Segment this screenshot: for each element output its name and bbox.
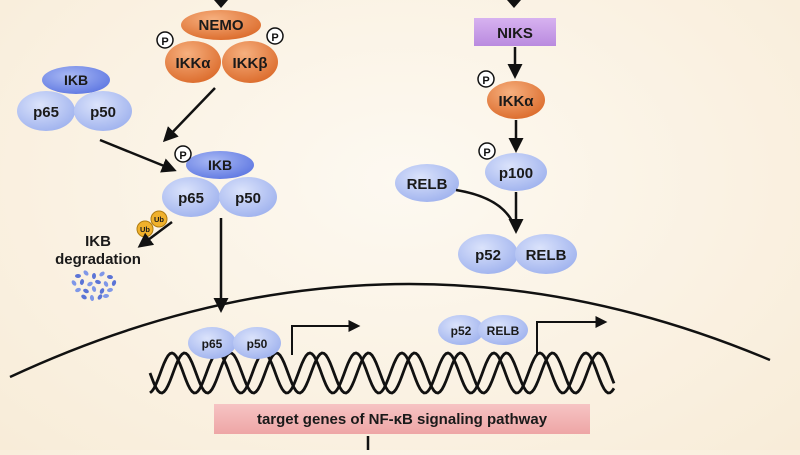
nuclear-p52-relb: p52 RELB xyxy=(438,315,528,345)
protein-fragment xyxy=(89,295,95,301)
phospho-icon xyxy=(156,31,174,49)
p65-node xyxy=(17,91,75,131)
p52-label: p52 xyxy=(451,324,472,338)
ub-label: Ub xyxy=(140,225,150,234)
ikk-beta-node xyxy=(222,41,278,83)
p50-node xyxy=(233,327,281,359)
p50-label: p50 xyxy=(90,104,116,121)
protein-fragment xyxy=(103,293,109,299)
protein-fragment xyxy=(83,270,89,276)
protein-fragment xyxy=(103,281,109,287)
arrow-ikk-to-complex xyxy=(162,87,216,143)
p50-node xyxy=(74,91,132,131)
p65-label: p65 xyxy=(202,337,223,351)
phospho-label: P xyxy=(179,150,186,162)
p65-node xyxy=(162,177,220,217)
p52-node xyxy=(458,234,518,274)
phospho-icon xyxy=(174,145,192,163)
ikk-beta-label: IKKβ xyxy=(233,55,268,72)
phospho-label: P xyxy=(161,36,168,48)
degradation-title-line1: IKB xyxy=(85,233,111,250)
ikb-p65-p50-complex: IKB p65 p50 xyxy=(17,66,132,131)
ubiquitin-icon xyxy=(150,210,168,228)
protein-fragment xyxy=(75,274,81,278)
protein-fragment xyxy=(87,281,93,287)
dna-helix xyxy=(148,351,616,395)
arrow-to-phospho-complex xyxy=(99,138,177,173)
p52-node xyxy=(438,315,484,345)
phospho-icon xyxy=(478,142,496,160)
protein-fragment xyxy=(107,287,113,293)
nuclear-p65-p50: p65 p50 xyxy=(188,327,281,359)
ikb-node xyxy=(186,151,254,179)
relb-node xyxy=(515,234,577,274)
p52-label: p52 xyxy=(475,247,501,264)
degradation-title-line2: degradation xyxy=(55,251,141,268)
transcription-start-arrow xyxy=(291,320,361,355)
relb-node xyxy=(395,164,459,202)
p100-label: p100 xyxy=(499,165,533,182)
protein-fragment xyxy=(79,279,85,285)
relb-label: RELB xyxy=(407,176,448,193)
top-arrowhead-noncanonical xyxy=(507,0,521,8)
niks-label: NIKS xyxy=(497,25,533,42)
p50-node xyxy=(219,177,277,217)
top-arrowhead-canonical xyxy=(214,0,228,8)
relb-node xyxy=(478,315,528,345)
ikb-label: IKB xyxy=(64,72,88,88)
protein-fragment xyxy=(99,271,105,277)
protein-fragment xyxy=(71,280,77,286)
p100-node xyxy=(485,153,547,191)
protein-fragment xyxy=(97,294,103,300)
protein-fragment xyxy=(81,294,87,300)
phospho-label: P xyxy=(483,147,490,159)
protein-fragment xyxy=(107,274,113,280)
target-genes-label: target genes of NF-κB signaling pathway xyxy=(257,411,548,428)
ikk-complex: NEMO IKKα IKKβ P P xyxy=(156,10,284,83)
protein-fragment xyxy=(99,288,105,294)
ikk-alpha-node xyxy=(487,81,545,119)
p65-label: p65 xyxy=(33,104,59,121)
relb-merge-curve xyxy=(455,188,517,229)
phospho-ikb-complex: IKB P p65 p50 Ub Ub xyxy=(136,145,277,238)
ub-label: Ub xyxy=(154,215,164,224)
protein-fragment xyxy=(75,287,81,293)
transcription-start-arrow xyxy=(536,316,608,355)
niks-box xyxy=(474,18,556,46)
p50-label: p50 xyxy=(247,337,268,351)
protein-fragment xyxy=(91,273,97,279)
degraded-fragments-icon xyxy=(71,270,117,301)
ikk-alpha-label: IKKα xyxy=(498,93,534,110)
ikk-alpha-node xyxy=(165,41,221,83)
relb-label: RELB xyxy=(487,324,520,338)
nuclear-membrane xyxy=(9,282,771,379)
p65-label: p65 xyxy=(178,190,204,207)
p65-node xyxy=(188,327,236,359)
p50-label: p50 xyxy=(235,190,261,207)
protein-fragment xyxy=(83,288,89,294)
ikk-alpha-label: IKKα xyxy=(175,55,211,72)
protein-fragment xyxy=(111,280,117,286)
relb-label: RELB xyxy=(526,247,567,264)
ikb-node xyxy=(42,66,110,94)
protein-fragment xyxy=(91,286,97,292)
ikb-label: IKB xyxy=(208,157,232,173)
nemo-node xyxy=(181,10,261,40)
nemo-label: NEMO xyxy=(199,17,244,34)
target-genes-box xyxy=(214,404,590,434)
phospho-label: P xyxy=(482,75,489,87)
arrow-to-degradation xyxy=(137,221,173,248)
noncanonical-pathway: NIKS IKKα P p100 P RELB p52 RELB xyxy=(395,18,577,274)
phospho-icon xyxy=(477,70,495,88)
phospho-icon xyxy=(266,27,284,45)
protein-fragment xyxy=(95,279,101,285)
phospho-label: P xyxy=(271,32,278,44)
